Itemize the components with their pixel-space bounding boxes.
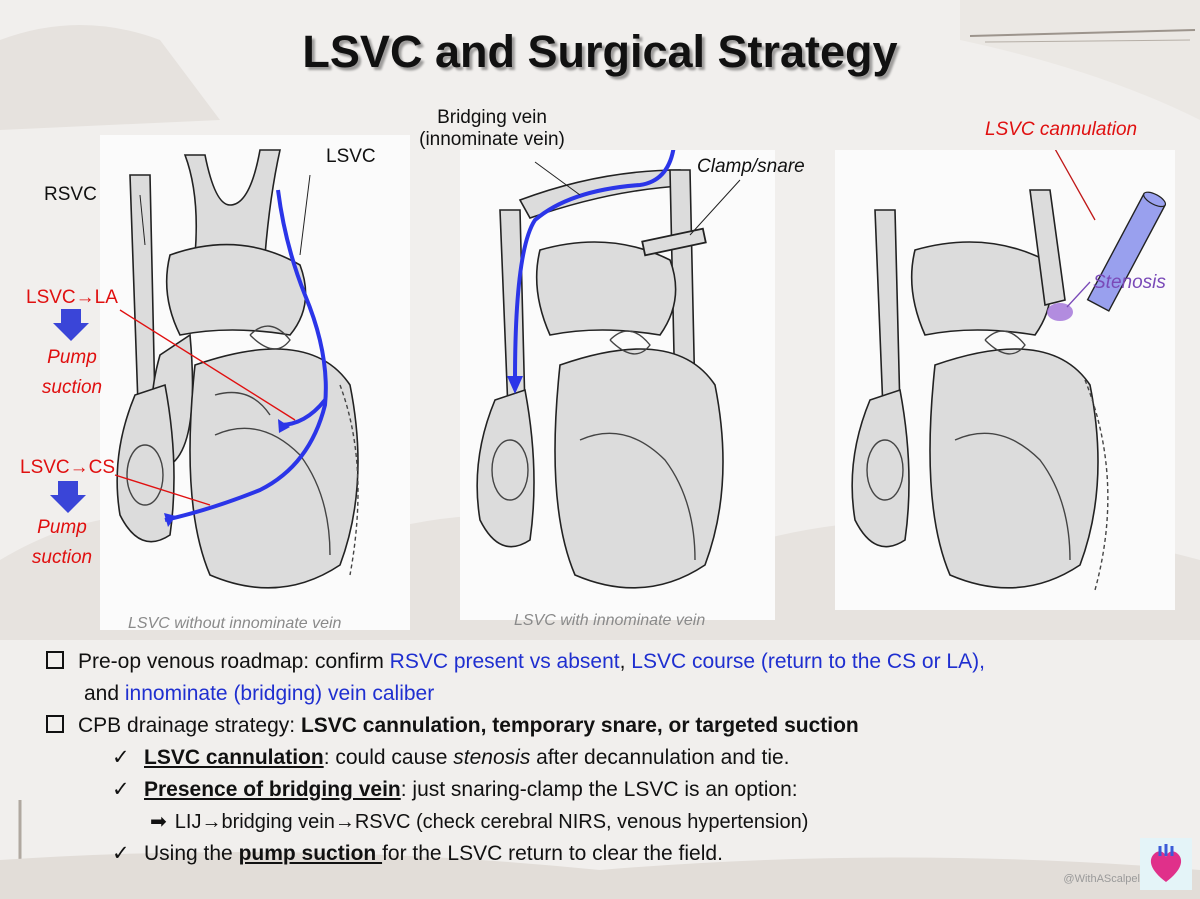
- subbullet-cannulation: ✓LSVC cannulation: could cause stenosis …: [46, 742, 1196, 774]
- page-title: LSVC and Surgical Strategy: [302, 26, 898, 77]
- label-bridging-vein: Bridging vein (innominate vein): [419, 107, 565, 150]
- bullet-cpb-strategy: CPB drainage strategy: LSVC cannulation,…: [46, 710, 1196, 742]
- label-lsvc-to-cs: LSVC→CS: [20, 457, 116, 478]
- bullet-list: Pre-op venous roadmap: confirm RSVC pres…: [46, 646, 1196, 870]
- bullet-roadmap-cont: and innominate (bridging) vein caliber: [84, 682, 435, 705]
- label-pump-suction-2: Pump suction: [31, 517, 93, 568]
- checkmark-icon: ✓: [112, 778, 130, 801]
- subsubbullet-lij: ➡LIJ→bridging vein→RSVC (check cerebral …: [150, 811, 809, 833]
- heart-logo-icon: [1140, 838, 1192, 890]
- checkmark-icon: ✓: [112, 842, 130, 865]
- label-rsvc: RSVC: [44, 184, 97, 205]
- label-lsvc-cannulation: LSVC cannulation: [985, 119, 1138, 140]
- down-arrow-icon: [53, 309, 89, 341]
- subbullet-bridging: ✓Presence of bridging vein: just snaring…: [46, 774, 1196, 806]
- heart-illustration-1: [114, 149, 359, 589]
- down-arrow-icon: [50, 481, 86, 513]
- checkbox-bullet-icon: [46, 715, 64, 733]
- heart-illustration-3: [851, 150, 1167, 591]
- checkmark-icon: ✓: [112, 746, 130, 769]
- bullet-roadmap: Pre-op venous roadmap: confirm RSVC pres…: [46, 646, 1196, 678]
- label-stenosis: Stenosis: [1093, 272, 1166, 293]
- label-lsvc: LSVC: [326, 146, 376, 167]
- label-clamp-snare: Clamp/snare: [697, 156, 805, 177]
- label-pump-suction-1: Pump suction: [41, 347, 103, 398]
- right-arrow-icon: ➡: [150, 811, 167, 833]
- caption-panel-1: LSVC without innominate vein: [128, 615, 342, 632]
- caption-panel-2: LSVC with innominate vein: [514, 612, 706, 629]
- subbullet-pump-suction: ✓Using the pump suction for the LSVC ret…: [46, 838, 1196, 870]
- checkbox-bullet-icon: [46, 651, 64, 669]
- figure-panel-cannulation: [835, 150, 1175, 610]
- label-lsvc-to-la: LSVC→LA: [26, 287, 118, 308]
- figure-panel-without-innominate: [100, 135, 410, 630]
- heart-illustration-2: [476, 150, 741, 589]
- watermark: @WithAScalpel: [1063, 873, 1140, 885]
- figure-panel-with-innominate: [460, 150, 775, 620]
